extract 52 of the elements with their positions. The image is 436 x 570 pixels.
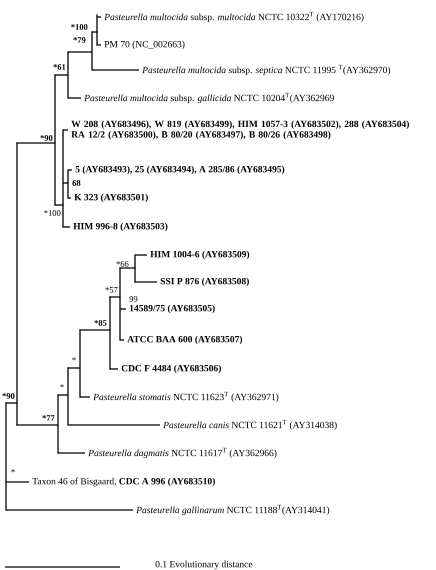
terminal-branch — [68, 97, 81, 99]
terminal-branch — [58, 452, 85, 454]
leaf-label: Pasteurella dagmatis NCTC 11617$^{T}$ (AY362966) — [88, 448, 277, 458]
terminal-branch — [97, 44, 101, 46]
leaf-label: Pasteurella multocida subsp. septica NCTC 11995 $^{T}$(AY362970) — [142, 64, 390, 76]
leaf-label: Pasteurella canis NCTC 11621$^{T}$ (AY314038) — [163, 420, 337, 430]
terminal-branch — [135, 254, 147, 256]
bootstrap-value: *77 — [42, 415, 55, 421]
bootstrap-value: 99 — [129, 296, 138, 302]
terminal-branch — [135, 281, 157, 283]
terminal-branch — [97, 16, 101, 18]
leaf-label: Pasteurella multocida subsp. multocida NCTC 10322$^{T}$ (AY170216) — [104, 12, 364, 22]
leaf-label: Pasteurella gallinarum NCTC 11188$^{T}$(AY314041) — [136, 504, 330, 516]
terminal-branch — [80, 396, 90, 398]
leaf-label: Pasteurella stomatis NCTC 11623$^{T}$ (AY362971) — [93, 392, 278, 402]
leaf-label: CDC F 4484 (AY683506) — [122, 364, 221, 374]
bootstrap-value: *100 — [71, 24, 88, 30]
terminal-branch — [63, 226, 70, 228]
leaf-label: 5 (AY683493), 25 (AY683494), A 285/86 (AY683495) — [76, 166, 284, 174]
terminal-branch — [68, 197, 71, 199]
leaf-label: ATCC BAA 600 (AY683507) — [127, 336, 242, 344]
terminal-branch — [6, 509, 133, 511]
leaf-label: Pasteurella multocida subsp. gallicida NCTC 10204$^{T}$(AY362969 — [84, 92, 334, 104]
terminal-branch — [92, 69, 139, 71]
bootstrap-value: *79 — [73, 37, 86, 43]
leaf-label: Taxon 46 of Bisgaard, CDC A 996 (AY683510) — [32, 478, 215, 486]
terminal-branch — [6, 481, 29, 483]
bootstrap-value: * — [60, 384, 64, 388]
bootstrap-value: *66 — [116, 261, 129, 267]
terminal-branch — [120, 308, 126, 310]
bootstrap-value: * — [11, 469, 15, 472]
leaf-label: HIM 1004-6 (AY683509) — [150, 250, 250, 260]
terminal-branch — [68, 169, 72, 171]
terminal-branch — [68, 424, 160, 426]
bootstrap-value: *90 — [40, 135, 52, 141]
terminal-branch — [120, 339, 124, 341]
bootstrap-value: *85 — [94, 320, 106, 326]
bootstrap-value: * — [72, 357, 76, 360]
bootstrap-value: *90 — [2, 393, 14, 399]
bootstrap-value: *57 — [105, 287, 118, 293]
scale-label: 0.1 Evolutionary distance — [156, 560, 252, 570]
leaf-label: PM 70 (NC_002663) — [104, 40, 185, 50]
leaf-label: HIM 996-8 (AY683503) — [73, 222, 168, 232]
bootstrap-value: *100 — [44, 210, 60, 216]
leaf-label: SSI P 876 (AY683508) — [160, 278, 249, 286]
leaf-label: K 323 (AY683501) — [74, 194, 148, 202]
terminal-branch — [63, 129, 68, 131]
bootstrap-value: *61 — [53, 64, 66, 70]
terminal-branch — [110, 368, 118, 370]
leaf-label: W 208 (AY683496), W 819 (AY683499), HIM 1057-3 (AY683502), 288 (AY683504) RA 12/2 (AY683500), B 80/20 (AY683497), B 80/26 (AY683498) — [71, 120, 409, 140]
bootstrap-value: 68 — [72, 180, 80, 186]
leaf-label: 14589/75 (AY683505) — [130, 304, 215, 314]
